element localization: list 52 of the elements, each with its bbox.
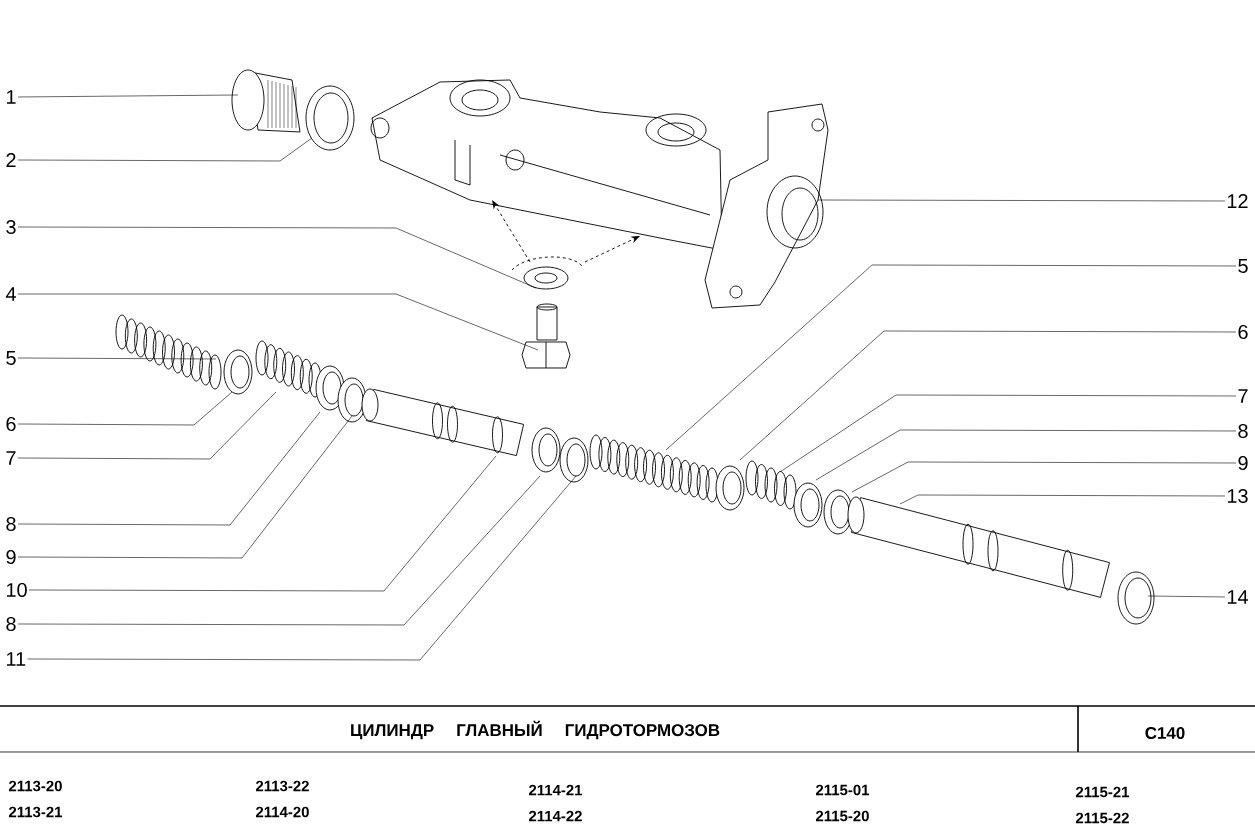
callout-number: 5: [1238, 259, 1248, 273]
leader-line: [815, 429, 1237, 481]
model-code: 2115-01: [815, 784, 870, 796]
callout-number: 5: [6, 351, 16, 365]
callout-number: 6: [1238, 324, 1248, 340]
model-code: 2113-21: [8, 806, 63, 818]
leader-line: [739, 330, 1237, 461]
page-code: С140: [1145, 727, 1185, 739]
model-code: 2113-22: [255, 780, 309, 792]
model-code: 2114-21: [528, 784, 583, 796]
leader-line: [817, 199, 1226, 202]
callout-number: 8: [6, 616, 16, 632]
leader-line: [17, 94, 239, 98]
model-code: 2113-20: [8, 780, 62, 792]
leader-line: [779, 394, 1237, 473]
callout-number: 4: [5, 287, 16, 301]
callout-number: 12: [1227, 194, 1248, 208]
model-code: 2115-22: [1075, 812, 1129, 824]
title: ЦИЛИНДР ГЛАВНЫЙ ГИДРОТОРМОЗОВ: [351, 720, 720, 740]
callout-number: 9: [6, 549, 16, 565]
leader-line: [899, 494, 1226, 505]
leader-line: [17, 137, 313, 162]
callout-number: 8: [6, 516, 16, 532]
leader-line: [851, 461, 1237, 493]
leader-line: [17, 411, 321, 526]
callout-number: 1: [6, 90, 16, 104]
model-code: 2115-21: [1075, 786, 1130, 798]
callout-number: 10: [6, 582, 27, 598]
callout-number: 8: [1238, 423, 1248, 439]
model-code: 2114-22: [528, 810, 582, 822]
leader-line: [17, 226, 537, 289]
model-code: 2115-20: [815, 810, 869, 822]
leader-line: [17, 293, 539, 351]
callout-number: 9: [1238, 455, 1248, 471]
leader-line: [27, 475, 577, 661]
callout-number: 7: [1238, 389, 1248, 403]
leader-line: [17, 415, 353, 559]
leader-line: [17, 391, 277, 460]
model-code: 2114-20: [255, 806, 309, 818]
leader-line: [665, 264, 1237, 451]
leader-line: [28, 455, 497, 592]
callout-number: 11: [6, 652, 26, 666]
leader-line: [1147, 595, 1226, 598]
callout-number: 3: [6, 219, 16, 235]
leader-line: [17, 391, 233, 426]
callout-number: 14: [1227, 590, 1248, 604]
callout-number: 6: [6, 416, 16, 432]
leader-line: [17, 357, 217, 360]
leader-line: [17, 475, 541, 626]
callout-number: 2: [6, 153, 16, 167]
callout-number: 13: [1227, 488, 1248, 504]
callout-number: 7: [6, 451, 16, 465]
